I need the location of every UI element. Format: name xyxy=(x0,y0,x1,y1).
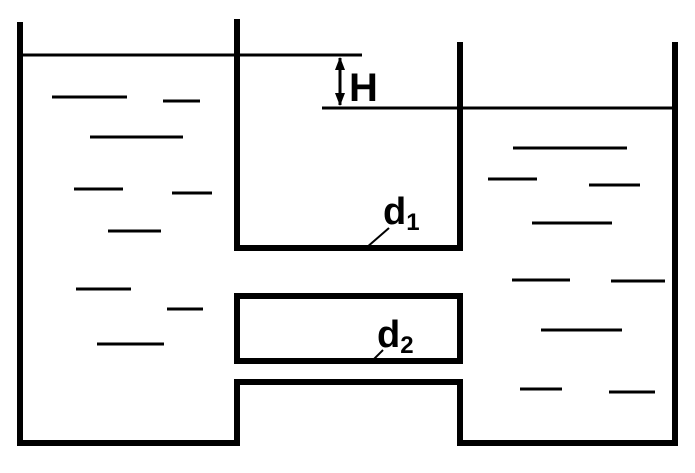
d2-label: d2 xyxy=(377,314,414,359)
head-difference-arrow-icon xyxy=(335,57,345,106)
left-water-dashes xyxy=(52,95,212,346)
upper-partition xyxy=(234,19,463,251)
middle-partition xyxy=(234,293,463,364)
right-water-dashes xyxy=(488,146,665,394)
d1-label: d1 xyxy=(383,191,420,236)
head-label: H xyxy=(349,66,378,110)
d2-leader-line xyxy=(371,349,384,362)
d1-leader-line xyxy=(365,227,390,249)
left-tank-wall xyxy=(17,22,678,446)
